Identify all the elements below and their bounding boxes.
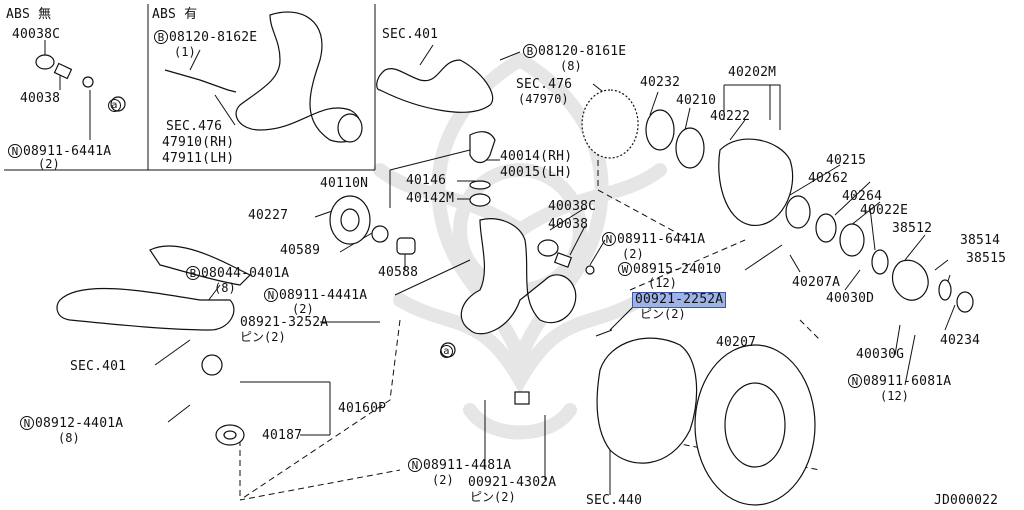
- quantity-label: (2): [622, 247, 644, 261]
- part-label[interactable]: 40187: [262, 428, 303, 443]
- nut-symbol-icon: N: [20, 416, 34, 430]
- quantity-label: (12): [880, 389, 909, 403]
- part-label[interactable]: 40234: [940, 333, 981, 348]
- part-label[interactable]: 38514: [960, 233, 1001, 248]
- part-label[interactable]: 47911(LH): [162, 151, 235, 166]
- part-label[interactable]: 40589: [280, 243, 321, 258]
- part-label[interactable]: 38515: [966, 251, 1007, 266]
- part-label[interactable]: 40014(RH): [500, 149, 573, 164]
- part-label[interactable]: 40038: [548, 217, 589, 232]
- part-label[interactable]: 40160P: [338, 401, 387, 416]
- part-label[interactable]: 40015(LH): [500, 165, 573, 180]
- quantity-label: (2): [38, 157, 60, 171]
- part-label[interactable]: 40110N: [320, 176, 369, 191]
- part-label[interactable]: 47910(RH): [162, 135, 235, 150]
- nut-symbol-icon: N: [602, 232, 616, 246]
- part-label[interactable]: 40232: [640, 75, 681, 90]
- nut-symbol-icon: N: [8, 144, 22, 158]
- quantity-label: (8): [560, 59, 582, 73]
- bolt-symbol-icon: B: [186, 266, 200, 280]
- quantity-label: (2): [432, 473, 454, 487]
- quantity-label: ピン(2): [640, 307, 686, 321]
- part-label[interactable]: 40215: [826, 153, 867, 168]
- quantity-label: (2): [292, 302, 314, 316]
- sec-ref-label[interactable]: SEC.476: [516, 77, 573, 92]
- part-label[interactable]: 40038C: [12, 27, 61, 42]
- bolt-symbol-icon: B: [154, 30, 168, 44]
- part-label[interactable]: 40030G: [856, 347, 905, 362]
- part-label[interactable]: 40207: [716, 335, 757, 350]
- quantity-label: (8): [58, 431, 80, 445]
- quantity-label: ピン(2): [240, 330, 286, 344]
- part-label[interactable]: 40262: [808, 171, 849, 186]
- sec-ref-label[interactable]: SEC.476: [166, 119, 223, 134]
- part-label[interactable]: 40142M: [406, 191, 455, 206]
- part-label[interactable]: 08921-3252A: [240, 315, 329, 330]
- part-label[interactable]: 40227: [248, 208, 289, 223]
- nut-symbol-icon: N: [848, 374, 862, 388]
- panel-label-abs-with: ABS 有: [152, 7, 198, 22]
- part-label[interactable]: 40202M: [728, 65, 777, 80]
- washer-symbol-icon: W: [618, 262, 632, 276]
- dashed-guides: [239, 100, 821, 501]
- panel-label-abs-without: ABS 無: [6, 7, 52, 22]
- part-label[interactable]: 40038C: [548, 199, 597, 214]
- quantity-label: (1): [174, 45, 196, 59]
- part-label[interactable]: (47970): [518, 92, 569, 106]
- part-label[interactable]: 00921-4302A: [468, 475, 557, 490]
- part-label[interactable]: 40038: [20, 91, 61, 106]
- quantity-label: ピン(2): [470, 490, 516, 504]
- part-label[interactable]: 40030D: [826, 291, 875, 306]
- part-label[interactable]: 40146: [406, 173, 447, 188]
- quantity-label: (8): [214, 281, 236, 295]
- nut-symbol-icon: N: [408, 458, 422, 472]
- sec-ref-label[interactable]: SEC.440: [586, 493, 643, 508]
- part-label[interactable]: 40022E: [860, 203, 909, 218]
- part-label[interactable]: 40588: [378, 265, 419, 280]
- quantity-label: (12): [648, 276, 677, 290]
- sec-ref-label[interactable]: SEC.401: [382, 27, 439, 42]
- ref-circle-a: a: [108, 98, 121, 112]
- panel-border: [4, 4, 376, 171]
- part-label-highlighted[interactable]: 00921-2252A: [632, 292, 727, 308]
- part-label[interactable]: 40222: [710, 109, 751, 124]
- sec-ref-label[interactable]: SEC.401: [70, 359, 127, 374]
- part-label[interactable]: 40210: [676, 93, 717, 108]
- bolt-symbol-icon: B: [523, 44, 537, 58]
- part-label[interactable]: 40264: [842, 189, 883, 204]
- part-label[interactable]: 40207A: [792, 275, 841, 290]
- ref-circle-a: a: [440, 344, 453, 358]
- diagram-id: JD000022: [934, 493, 999, 508]
- nut-symbol-icon: N: [264, 288, 278, 302]
- part-label[interactable]: 38512: [892, 221, 933, 236]
